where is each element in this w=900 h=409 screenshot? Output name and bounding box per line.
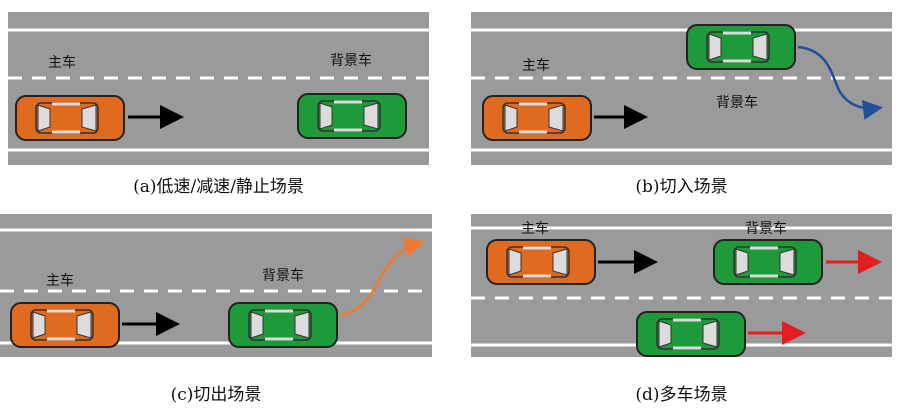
caption-c: (c)切出场景 — [170, 385, 262, 405]
background-label-c: 背景车 — [262, 268, 304, 284]
arrow-cut-in-b — [797, 45, 883, 120]
host-car-c — [9, 301, 121, 349]
background-label-a: 背景车 — [330, 53, 372, 69]
host-label-b: 主车 — [522, 58, 550, 74]
host-label-c: 主车 — [46, 273, 74, 289]
background-car-c — [227, 301, 339, 349]
arrow-cut-out-c — [339, 237, 425, 317]
lane-lines-b — [471, 28, 892, 152]
host-label-d: 主车 — [521, 221, 549, 237]
background-car-a — [296, 92, 408, 140]
lane-lines-a — [8, 28, 429, 152]
background-car-d2 — [635, 310, 747, 358]
host-car-d — [485, 238, 597, 286]
host-car-a — [14, 94, 126, 142]
caption-a: (a)低速/减速/静止场景 — [133, 177, 304, 197]
caption-d: (d)多车场景 — [635, 385, 728, 405]
host-car-b — [481, 94, 593, 142]
caption-b: (b)切入场景 — [635, 177, 728, 197]
background-car-d1 — [712, 238, 824, 286]
host-label-a: 主车 — [48, 55, 76, 71]
background-label-d: 背景车 — [745, 221, 787, 237]
background-label-b: 背景车 — [716, 95, 758, 111]
background-car-b — [685, 23, 797, 71]
